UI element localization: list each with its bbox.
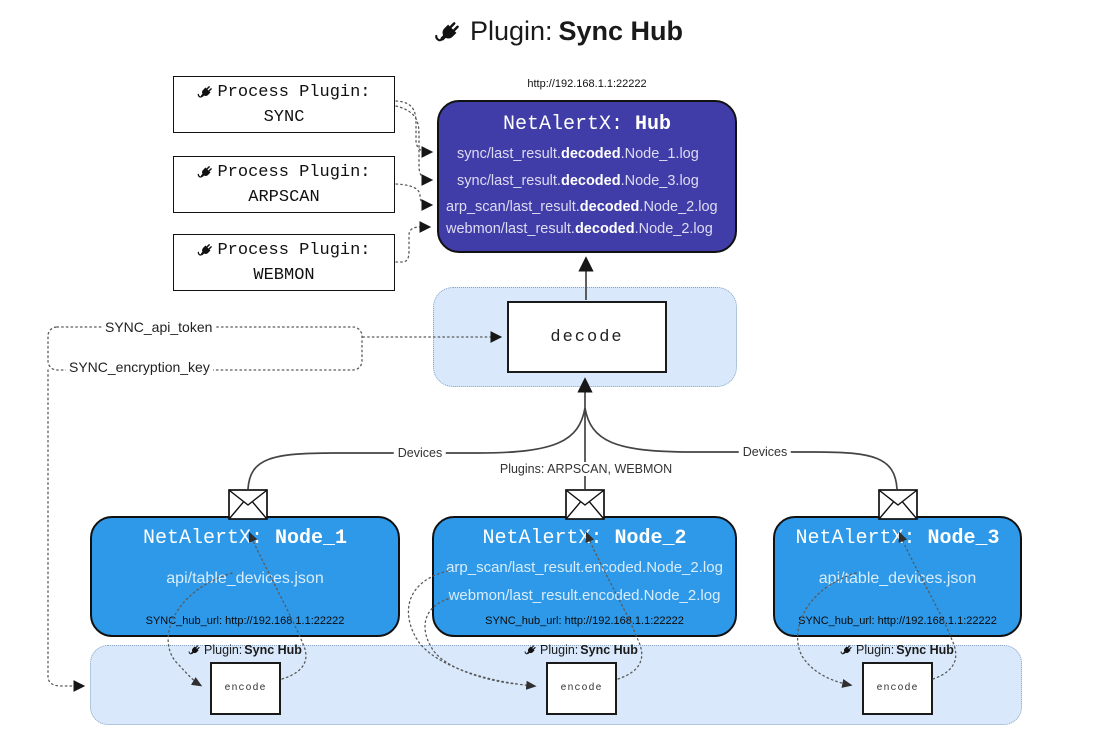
- link-webmon-to-hubline4: [395, 221, 432, 263]
- log-post: .Node_1.log: [620, 146, 699, 162]
- node-sync-hub-url: SYNC_hub_url: http://192.168.1.1:22222: [798, 615, 997, 627]
- node-sync-hub-url: SYNC_hub_url: http://192.168.1.1:22222: [485, 615, 684, 627]
- envelope-icon: [878, 489, 918, 520]
- node-file-line: api/table_devices.json: [166, 570, 324, 587]
- hub-title-bold: Hub: [635, 113, 672, 136]
- process-plugin-label: Process Plugin:: [217, 162, 371, 182]
- title-text-bold: Sync Hub: [558, 16, 684, 46]
- log-pre: sync/last_result.: [457, 173, 561, 189]
- process-plugin-name: SYNC: [263, 107, 305, 127]
- node-file-line: arp_scan/last_result.encoded.Node_2.log: [446, 559, 723, 576]
- node-title-bold: Node_3: [927, 527, 1000, 550]
- node-file-line: webmon/last_result.encoded.Node_2.log: [448, 587, 721, 604]
- log-bold: decoded: [560, 146, 621, 162]
- plug-icon: [435, 21, 459, 41]
- edge-label-devices-left: Devices: [393, 446, 447, 460]
- process-plugin-label: Process Plugin:: [217, 240, 371, 260]
- encode-box: encode: [546, 662, 617, 715]
- page-title: Plugin: Sync Hub: [0, 16, 1117, 47]
- encode-plugin-bold: Sync Hub: [580, 643, 638, 657]
- encode-box: encode: [210, 662, 281, 715]
- plug-icon: [188, 645, 200, 655]
- encode-plugin-prefix: Plugin:: [856, 643, 895, 657]
- node-title-prefix: NetAlertX:: [142, 527, 275, 550]
- hub-url-label: http://192.168.1.1:22222: [527, 78, 647, 90]
- plug-icon: [198, 86, 213, 98]
- log-pre: arp_scan/last_result.: [446, 199, 580, 215]
- encode-plugin-prefix: Plugin:: [204, 643, 243, 657]
- link-encryption-key-to-band: [47, 369, 86, 692]
- encode-plugin-prefix: Plugin:: [540, 643, 579, 657]
- encode-plugin-bold: Sync Hub: [896, 643, 954, 657]
- plug-icon: [198, 244, 213, 256]
- log-post: .Node_2.log: [639, 199, 718, 215]
- node-file-line: api/table_devices.json: [818, 570, 977, 587]
- process-plugin-webmon-box: Process Plugin: WEBMON: [173, 234, 395, 291]
- log-pre: webmon/last_result.: [446, 221, 575, 237]
- node-title-prefix: NetAlertX:: [482, 527, 615, 550]
- node-title-bold: Node_1: [275, 527, 348, 550]
- edge-label-devices-right: Devices: [738, 445, 792, 459]
- link-arpscan-to-hubline3: [395, 183, 434, 211]
- envelope-icon: [228, 489, 268, 520]
- netalertx-hub-box: NetAlertX: Hub sync/last_result.decoded.…: [437, 100, 737, 253]
- netalertx-node1-box: NetAlertX: Node_1 api/table_devices.json…: [90, 516, 400, 637]
- edge-label-plugins: Plugins: ARPSCAN, WEBMON: [495, 462, 677, 476]
- hub-log-line: arp_scan/last_result.decoded.Node_2.log: [446, 199, 718, 215]
- decode-box: decode: [507, 301, 667, 373]
- hub-log-line: sync/last_result.decoded.Node_3.log: [457, 173, 699, 189]
- node-title-bold: Node_2: [614, 527, 687, 550]
- encode-plugin-bold: Sync Hub: [244, 643, 302, 657]
- plug-icon: [840, 645, 852, 655]
- log-bold: decoded: [574, 221, 635, 237]
- log-bold: decoded: [579, 199, 640, 215]
- hub-log-line: sync/last_result.decoded.Node_1.log: [457, 146, 699, 162]
- sync-api-token-label: SYNC_api_token: [102, 319, 216, 335]
- node-sync-hub-url: SYNC_hub_url: http://192.168.1.1:22222: [145, 615, 345, 627]
- encode-label: encode: [876, 683, 919, 694]
- log-post: .Node_2.log: [634, 221, 713, 237]
- node-title: NetAlertX: Node_3: [775, 527, 1020, 550]
- encode-label: encode: [560, 683, 603, 694]
- encode-box: encode: [862, 662, 933, 715]
- process-plugin-name: WEBMON: [253, 265, 315, 285]
- node-title: NetAlertX: Node_1: [92, 527, 398, 550]
- process-plugin-label: Process Plugin:: [217, 82, 371, 102]
- hub-title-prefix: NetAlertX:: [502, 113, 635, 136]
- sync-encryption-key-label: SYNC_encryption_key: [66, 359, 213, 375]
- netalertx-node2-box: NetAlertX: Node_2 arp_scan/last_result.e…: [432, 516, 737, 637]
- encode-plugin-label: Plugin: Sync Hub: [524, 643, 638, 657]
- process-plugin-sync-box: Process Plugin: SYNC: [173, 76, 395, 133]
- decode-label: decode: [550, 327, 624, 347]
- link-sync-to-hubline2: [395, 105, 434, 186]
- encode-label: encode: [224, 683, 267, 694]
- plug-icon: [524, 645, 536, 655]
- hub-title: NetAlertX: Hub: [439, 113, 735, 136]
- hub-log-line: webmon/last_result.decoded.Node_2.log: [446, 221, 713, 237]
- link-sync-to-hubline1: [395, 100, 434, 158]
- process-plugin-name: ARPSCAN: [248, 187, 320, 207]
- log-pre: sync/last_result.: [457, 146, 561, 162]
- process-plugin-arpscan-box: Process Plugin: ARPSCAN: [173, 156, 395, 213]
- node-title-prefix: NetAlertX:: [795, 527, 928, 550]
- envelope-icon: [565, 489, 605, 520]
- log-post: .Node_3.log: [620, 173, 699, 189]
- netalertx-node3-box: NetAlertX: Node_3 api/table_devices.json…: [773, 516, 1022, 637]
- log-bold: decoded: [560, 173, 621, 189]
- title-text-prefix: Plugin:: [469, 16, 553, 46]
- plug-icon: [198, 166, 213, 178]
- node-title: NetAlertX: Node_2: [434, 527, 735, 550]
- encode-plugin-label: Plugin: Sync Hub: [840, 643, 954, 657]
- encode-plugin-label: Plugin: Sync Hub: [188, 643, 302, 657]
